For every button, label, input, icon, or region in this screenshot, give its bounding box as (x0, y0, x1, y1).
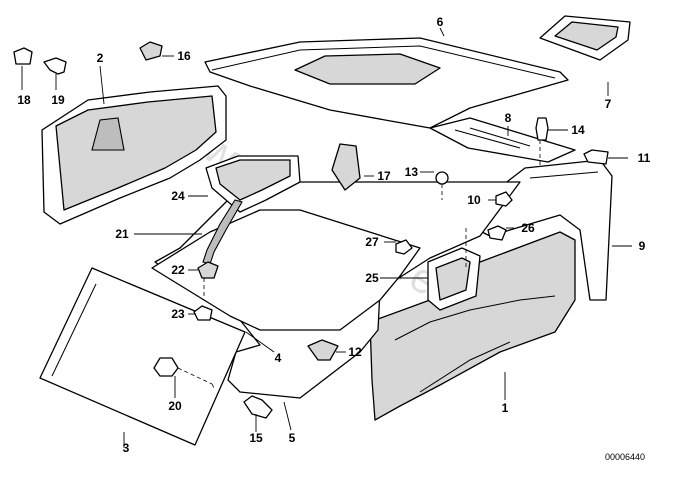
part-11-clip (583, 149, 609, 165)
part-18-clip (13, 47, 33, 65)
part-17-bracket (331, 143, 361, 191)
callout-7: 7 (605, 97, 612, 111)
part-19-screw (43, 57, 67, 75)
callout-24: 24 (171, 189, 185, 203)
callout-23: 23 (171, 307, 185, 321)
callout-9: 9 (639, 239, 646, 253)
part-21-hose (202, 199, 243, 265)
callout-5: 5 (289, 431, 296, 445)
callout-4: 4 (275, 351, 282, 365)
document-number: 00006440 (605, 452, 645, 462)
callout-13: 13 (405, 165, 419, 179)
callout-17: 17 (377, 169, 391, 183)
part-24-tray (205, 155, 301, 213)
part-10-screw (495, 191, 513, 207)
part-23-nut (193, 305, 213, 321)
callout-8: 8 (505, 111, 512, 125)
assembly-lines (177, 140, 541, 389)
callout-12: 12 (348, 345, 362, 359)
callout-19: 19 (51, 93, 65, 107)
part-26-clip (487, 225, 507, 241)
callout-6: 6 (437, 15, 444, 29)
part-16-fastener (139, 41, 163, 61)
callout-14: 14 (571, 123, 585, 137)
part-22-grommet (197, 261, 219, 279)
part-14-pin (535, 117, 549, 141)
fasteners (13, 41, 609, 419)
callout-20: 20 (168, 399, 182, 413)
part-15-bolt (243, 395, 273, 419)
callout-10: 10 (467, 193, 481, 207)
callout-15: 15 (249, 431, 263, 445)
callout-3: 3 (123, 441, 130, 455)
callout-27: 27 (365, 235, 379, 249)
part-8-strip (429, 117, 576, 163)
callout-26: 26 (521, 221, 535, 235)
callout-18: 18 (17, 93, 31, 107)
callout-16: 16 (177, 49, 191, 63)
part-2-left-trim (41, 85, 227, 225)
part-7-cover (539, 15, 631, 61)
callout-21: 21 (115, 227, 129, 241)
leader-lines (21, 27, 632, 448)
part-13-ring (435, 171, 449, 185)
part-12-pad (307, 339, 339, 361)
part-25-box (427, 247, 481, 311)
callout-25: 25 (365, 271, 379, 285)
callout-1: 1 (502, 401, 509, 415)
part-6-parcel-shelf (204, 37, 569, 129)
callouts: 1 2 3 4 5 6 7 8 9 10 11 12 13 14 15 16 1… (17, 15, 650, 455)
callout-22: 22 (171, 263, 185, 277)
callout-11: 11 (638, 151, 651, 165)
callout-2: 2 (97, 51, 104, 65)
part-27-screw (395, 239, 413, 255)
